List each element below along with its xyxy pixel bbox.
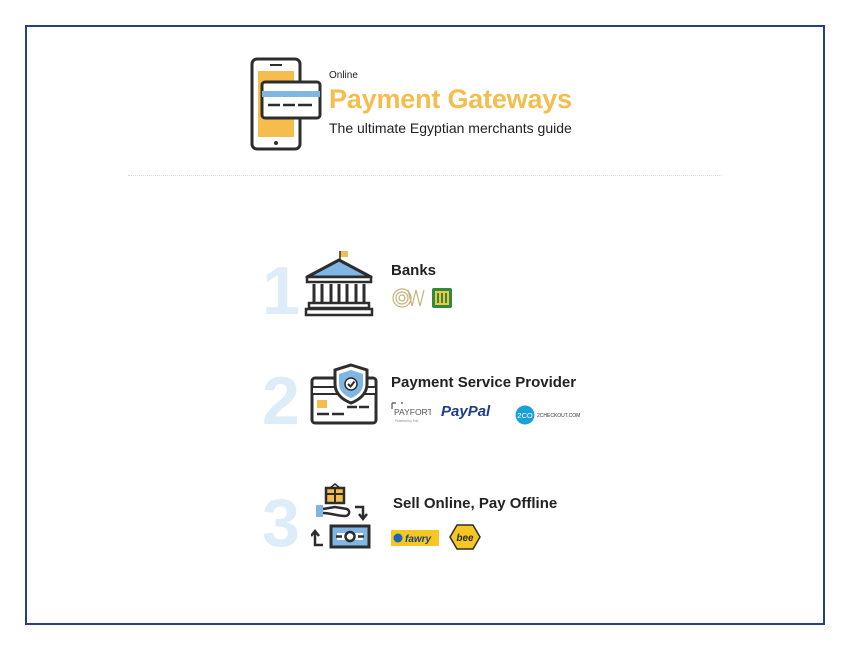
page-title: Payment Gateways	[329, 84, 572, 114]
section-number-2: 2	[262, 363, 300, 439]
fawry-logo: fawry	[391, 530, 439, 546]
payfort-logo: PAYFORT Powered by Fort	[391, 402, 431, 423]
2co-badge: 2CO	[517, 411, 533, 420]
mobile-card-icon	[250, 57, 322, 151]
header-kicker: Online	[329, 70, 358, 81]
section-number-3: 3	[262, 485, 300, 561]
payfort-wordmark: PAYFORT	[394, 407, 431, 417]
page-frame	[25, 25, 825, 625]
payfort-tagline: Powered by Fort	[395, 419, 418, 423]
paypal-logo: PayPal	[441, 403, 491, 420]
section-title-banks: Banks	[391, 262, 437, 279]
fawry-wordmark: fawry	[405, 534, 432, 545]
section-number-1: 1	[262, 253, 300, 329]
2checkout-logo: 2CO 2CHECKOUT.COM	[515, 405, 580, 425]
section-title-sell-online: Sell Online, Pay Offline	[393, 495, 558, 512]
2checkout-wordmark: 2CHECKOUT.COM	[537, 413, 580, 419]
header-divider	[128, 175, 722, 176]
bee-logo: bee	[449, 524, 481, 550]
banque-misr-logo	[432, 288, 452, 308]
secure-card-icon	[310, 363, 378, 425]
page-subtitle: The ultimate Egyptian merchants guide	[329, 120, 572, 136]
cib-bank-logo	[392, 288, 425, 308]
cash-exchange-icon	[311, 483, 371, 549]
section-title-psp: Payment Service Provider	[391, 374, 577, 391]
bee-wordmark: bee	[456, 533, 474, 544]
bank-icon	[304, 251, 374, 317]
